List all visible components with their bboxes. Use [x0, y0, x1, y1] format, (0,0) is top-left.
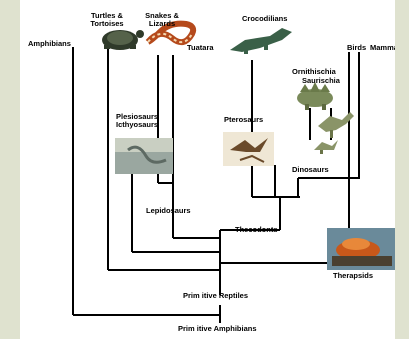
label-mammals: Mammals [370, 44, 395, 52]
label-plesiosaurs-icthyosaurs: Plesiosaurs Icthyosaurs [116, 113, 158, 129]
label-primitive-reptiles: Prim itive Reptiles [183, 292, 248, 300]
label-saurischia: Saurischia [302, 77, 340, 85]
crocodile-icon [230, 28, 292, 54]
label-dinosaurs: Dinosaurs [292, 166, 329, 174]
therapsid-illustration [327, 228, 395, 270]
label-birds: Birds [347, 44, 366, 52]
label-snakes-lizards: Snakes & Lizards [137, 12, 187, 28]
ornithischia-dinosaur-icon [297, 82, 333, 110]
label-turtles-tortoises: Turtles & Tortoises [82, 12, 132, 28]
label-crocodilians: Crocodilians [242, 15, 287, 23]
label-thecodonts: Thecodonts [235, 226, 278, 234]
label-pterosaurs: Pterosaurs [224, 116, 263, 124]
diagram-panel: Amphibians Turtles & Tortoises Snakes & … [20, 0, 395, 339]
turtle-icon [102, 30, 144, 50]
label-amphibians: Amphibians [28, 40, 71, 48]
label-therapsids: Therapsids [333, 272, 373, 280]
label-lepidosaurs: Lepidosaurs [146, 207, 191, 215]
label-ornithischia: Ornithischia [292, 68, 336, 76]
label-tuatara: Tuatara [187, 44, 214, 52]
saurischia-dinosaur-icon [314, 112, 354, 154]
pterosaur-illustration [223, 132, 274, 166]
label-primitive-amphibians: Prim itive Amphibians [178, 325, 257, 333]
plesiosaur-illustration [115, 138, 173, 174]
